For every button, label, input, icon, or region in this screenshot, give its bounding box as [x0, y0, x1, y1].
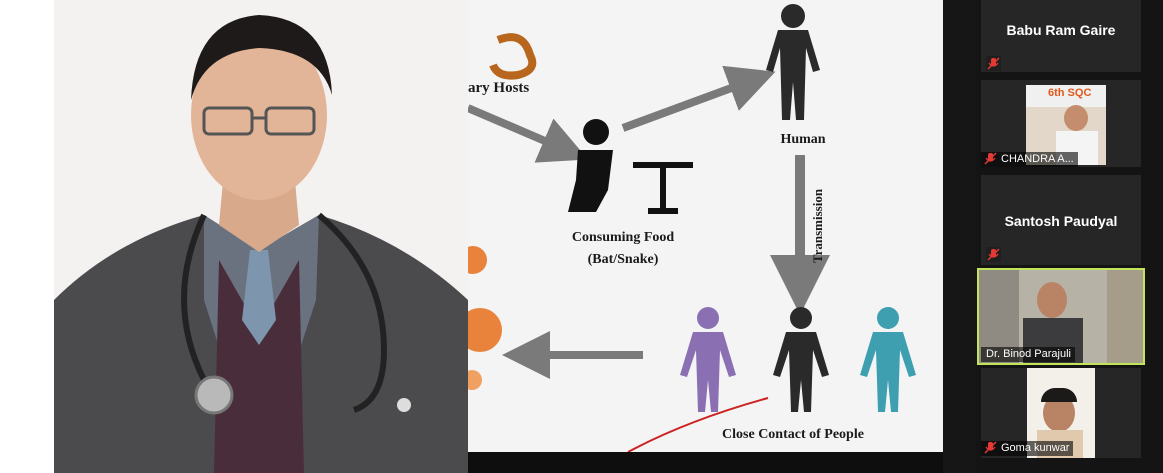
snake-icon	[489, 33, 537, 80]
arrow-hosts-to-food	[468, 104, 589, 163]
participant-label: Dr. Binod Parajuli	[981, 347, 1075, 362]
participant-tile-binod-active-speaker[interactable]: Dr. Binod Parajuli	[977, 268, 1145, 365]
slide-human-label: Human	[780, 132, 826, 147]
human-figure-teal	[860, 307, 916, 412]
slide-bottom-bar	[468, 452, 943, 473]
participant-name: Goma kunwar	[1001, 442, 1070, 454]
participant-name: Dr. Binod Parajuli	[986, 348, 1071, 360]
human-figure-purple	[680, 307, 736, 412]
participants-panel: Babu Ram Gaire 6th SQC CHANDRA A... Sant…	[976, 0, 1163, 473]
slide-transmission-label: Transmission	[810, 188, 825, 264]
mic-muted-icon	[986, 56, 1001, 71]
annotation-red-line	[627, 397, 769, 452]
banner-text: 6th SQC	[1048, 87, 1092, 99]
virus-shape	[468, 370, 482, 390]
slide-consuming-label: Consuming Food	[571, 230, 675, 245]
human-figure-center	[773, 307, 829, 412]
virus-shape	[468, 246, 487, 274]
arrow-food-to-human	[621, 65, 776, 132]
participant-tile-babu[interactable]: Babu Ram Gaire	[981, 0, 1141, 72]
mic-muted-icon	[983, 151, 998, 166]
participant-label: CHANDRA A...	[981, 152, 1078, 167]
slide-diagram	[468, 4, 916, 452]
panel-divider	[943, 0, 976, 473]
portrait-illustration	[54, 0, 468, 473]
human-figure-top	[766, 4, 820, 120]
participant-tile-chandra[interactable]: 6th SQC CHANDRA A...	[981, 80, 1141, 167]
mic-muted-icon	[983, 440, 998, 455]
slide-consuming-sublabel: (Bat/Snake)	[587, 252, 659, 267]
participant-video	[1037, 282, 1067, 318]
virus-shape	[468, 308, 502, 352]
participant-name: Babu Ram Gaire	[1006, 22, 1116, 38]
slide-hosts-label: ary Hosts	[468, 80, 530, 96]
shared-slide: ary Hosts Human Consuming Food (Bat/Snak…	[468, 0, 943, 452]
mic-muted-icon	[986, 247, 1001, 262]
participant-label: Goma kunwar	[981, 440, 1074, 456]
participant-tile-santosh[interactable]: Santosh Paudyal	[981, 175, 1141, 265]
participant-tile-goma[interactable]: Goma kunwar	[981, 368, 1141, 458]
participant-video: 6th SQC	[1026, 85, 1106, 165]
slide-contact-label: Close Contact of People	[722, 427, 864, 442]
participant-name: Santosh Paudyal	[1004, 213, 1118, 229]
participant-name: CHANDRA A...	[1001, 153, 1074, 165]
speaker-portrait-photo	[54, 0, 468, 473]
